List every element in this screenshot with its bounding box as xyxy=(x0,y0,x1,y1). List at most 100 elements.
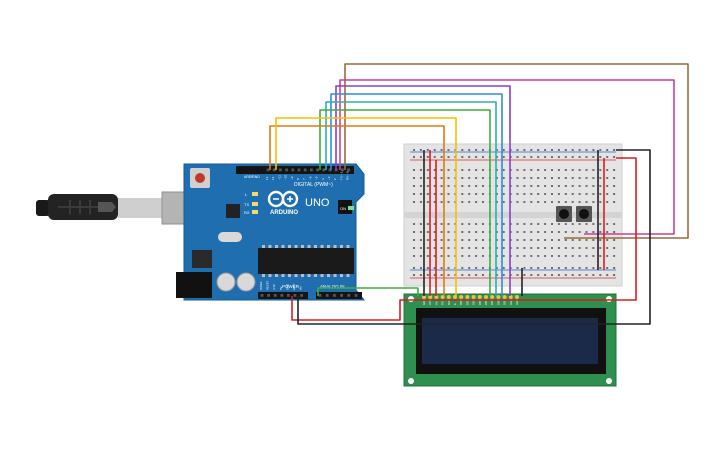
digital-pin-label: TX→1 xyxy=(339,171,343,180)
breadboard-hole xyxy=(606,169,609,171)
breadboard-hole xyxy=(537,274,540,276)
breadboard-hole xyxy=(606,156,609,158)
breadboard-hole xyxy=(571,274,574,276)
breadboard-hole xyxy=(557,255,560,257)
power-pin xyxy=(300,294,303,297)
breadboard-hole xyxy=(544,185,547,187)
breadboard-hole xyxy=(461,255,464,257)
breadboard-hole xyxy=(468,247,471,249)
breadboard-hole xyxy=(606,223,609,225)
power-pin xyxy=(260,294,264,297)
breadboard-hole xyxy=(482,274,484,276)
digital-pin xyxy=(341,168,344,172)
breadboard-hole xyxy=(482,239,484,241)
breadboard-hole xyxy=(557,223,560,225)
breadboard-hole xyxy=(433,193,436,195)
arduino-logo-text: ARDUINO xyxy=(270,210,298,216)
breadboard-hole xyxy=(426,201,429,203)
breadboard-hole xyxy=(578,274,581,276)
lcd-pin-label: VCC xyxy=(428,299,432,305)
breadboard-hole xyxy=(523,231,526,233)
breadboard-hole xyxy=(551,149,553,151)
breadboard-hole xyxy=(447,267,450,269)
breadboard-hole xyxy=(557,267,560,269)
breadboard-hole xyxy=(606,274,609,276)
breadboard-hole xyxy=(433,201,436,203)
breadboard-hole xyxy=(551,177,553,179)
breadboard-hole xyxy=(530,156,533,158)
breadboard-hole xyxy=(544,223,547,225)
breadboard-hole xyxy=(426,239,429,241)
breadboard-hole xyxy=(606,239,609,241)
wires xyxy=(269,63,689,325)
breadboard-hole xyxy=(440,169,443,171)
lcd-screen xyxy=(422,318,598,364)
breadboard-hole xyxy=(557,193,560,195)
breadboard-hole xyxy=(557,169,560,171)
breadboard-hole xyxy=(551,239,553,241)
usb-plug-grip xyxy=(58,200,110,214)
on-label: ON xyxy=(340,206,346,211)
breadboard-hole xyxy=(440,149,443,151)
breadboard-hole xyxy=(544,247,547,249)
breadboard-hole xyxy=(613,267,616,269)
breadboard-hole xyxy=(571,149,574,151)
breadboard-hole xyxy=(537,267,540,269)
push-button[interactable] xyxy=(556,206,572,222)
breadboard-hole xyxy=(523,247,526,249)
breadboard-hole xyxy=(606,247,609,249)
breadboard-hole xyxy=(475,185,478,187)
breadboard-hole xyxy=(564,177,567,179)
chip-leg xyxy=(301,274,304,277)
breadboard-hole xyxy=(613,156,616,158)
breadboard-hole xyxy=(475,169,478,171)
breadboard-hole xyxy=(606,201,609,203)
breadboard-hole xyxy=(564,169,567,171)
breadboard-hole xyxy=(413,149,415,151)
breadboard-hole xyxy=(475,239,478,241)
chip-leg xyxy=(346,245,350,248)
power-pin xyxy=(280,294,284,297)
breadboard-hole xyxy=(606,255,609,257)
breadboard-hole xyxy=(571,223,574,225)
breadboard-hole xyxy=(523,156,526,158)
breadboard-hole xyxy=(502,267,505,269)
breadboard-hole xyxy=(599,255,602,257)
reset-button-cap[interactable] xyxy=(195,173,205,183)
breadboard-hole xyxy=(475,177,478,179)
breadboard-hole xyxy=(419,231,422,233)
breadboard-hole xyxy=(502,149,505,151)
breadboard-hole xyxy=(585,267,588,269)
breadboard-hole xyxy=(440,177,443,179)
breadboard-hole xyxy=(564,193,567,195)
breadboard-hole xyxy=(537,247,540,249)
breadboard-hole xyxy=(419,193,422,195)
breadboard-hole xyxy=(482,247,484,249)
breadboard-hole xyxy=(468,223,471,225)
breadboard-hole xyxy=(537,169,540,171)
crystal xyxy=(218,232,242,242)
breadboard-hole xyxy=(592,169,595,171)
breadboard-hole xyxy=(468,169,471,171)
breadboard-hole xyxy=(599,149,602,151)
breadboard-center-channel xyxy=(404,212,622,218)
breadboard-hole xyxy=(537,223,540,225)
breadboard-hole xyxy=(571,156,574,158)
mount-hole xyxy=(606,296,612,302)
power-pin-label: Vin xyxy=(299,286,303,290)
breadboard-hole xyxy=(413,267,415,269)
breadboard-hole xyxy=(447,247,450,249)
digital-pin-label: 4 xyxy=(321,178,325,180)
breadboard-hole xyxy=(426,193,429,195)
breadboard-hole xyxy=(461,185,464,187)
power-label: POWER xyxy=(282,284,300,289)
chip-pins xyxy=(262,245,350,277)
breadboard-hole xyxy=(585,231,588,233)
push-button[interactable] xyxy=(576,206,592,222)
chip-leg xyxy=(320,274,324,277)
usb-cable-tail xyxy=(36,200,50,216)
digital-pin xyxy=(297,168,301,172)
lcd-pin-label: LED xyxy=(515,300,519,305)
